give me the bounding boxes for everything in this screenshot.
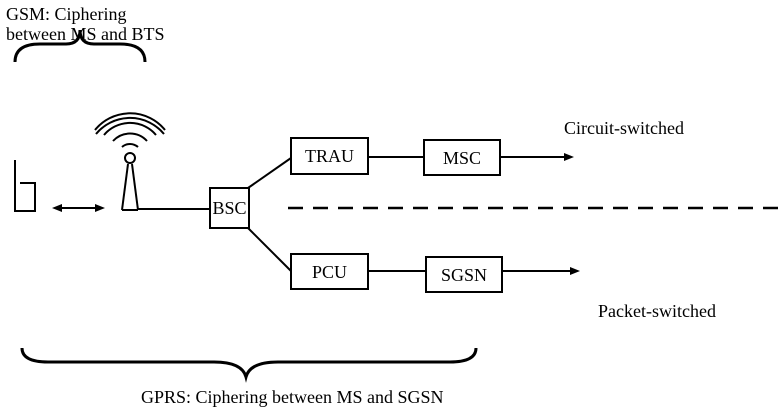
circuit-switched-arrow	[500, 153, 574, 161]
trau-node: TRAU	[290, 137, 369, 175]
bsc-pcu-link	[247, 227, 292, 272]
sgsn-node: SGSN	[425, 256, 503, 293]
msc-node: MSC	[423, 139, 501, 176]
gsm-ciphering-label-line2: between MS and BTS	[6, 24, 165, 44]
bsc-trau-link	[247, 157, 292, 189]
bsc-node: BSC	[209, 187, 250, 229]
packet-switched-label: Packet-switched	[598, 301, 716, 321]
gprs-ciphering-label: GPRS: Ciphering between MS and SGSN	[141, 387, 444, 407]
packet-switched-arrow	[502, 267, 580, 275]
ms-bts-double-arrow	[52, 204, 105, 212]
gprs-brace	[20, 347, 478, 383]
mobile-phone-icon	[14, 160, 36, 212]
antenna-tower-icon	[94, 112, 166, 211]
circuit-switched-label: Circuit-switched	[564, 118, 684, 138]
pcu-node: PCU	[290, 253, 369, 290]
gsm-ciphering-label-line1: GSM: Ciphering	[6, 4, 127, 24]
gsm-brace	[13, 29, 147, 63]
